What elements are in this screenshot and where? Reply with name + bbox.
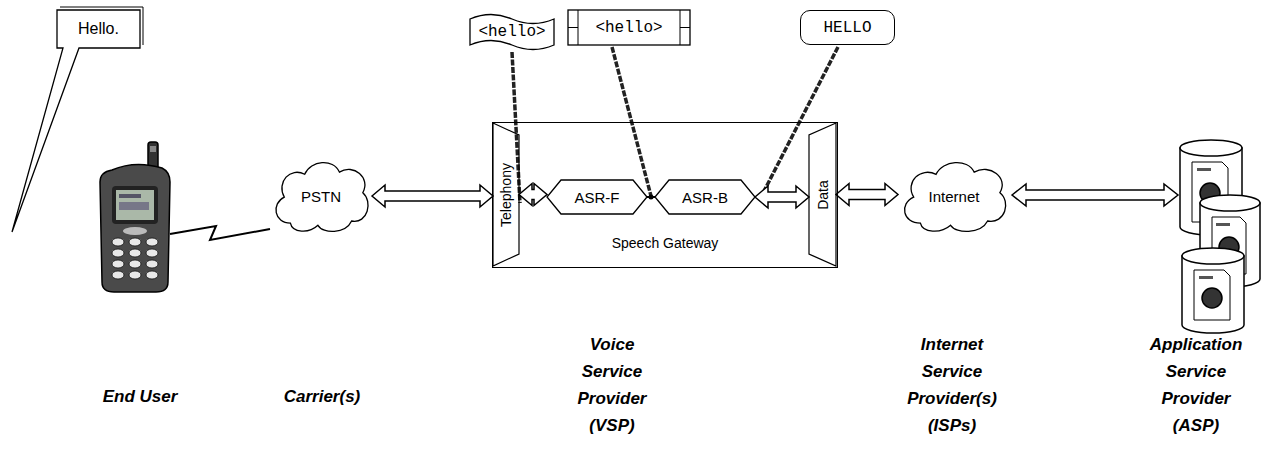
double-arrow <box>755 186 809 208</box>
node-text: Hello. <box>78 20 119 38</box>
double-arrow <box>836 184 898 206</box>
frame-box: <hello> <box>568 10 690 45</box>
double-arrow <box>1012 184 1178 206</box>
network-cloud: PSTN <box>270 158 372 234</box>
node-text: <hello> <box>478 23 545 41</box>
node-text: Speech Gateway <box>612 235 719 251</box>
role-label: Voice Service Provider (VSP) <box>568 331 656 439</box>
role-label: Application Service Provider (ASP) <box>1138 331 1254 439</box>
node-text: Internet <box>929 188 980 205</box>
mobile-phone <box>100 142 170 292</box>
role-label: End User <box>80 383 200 410</box>
process-hexagon: ASR-B <box>655 180 755 214</box>
double-arrow <box>372 185 493 207</box>
text-box: HELLO <box>800 10 895 45</box>
node-text: <hello> <box>595 19 662 37</box>
gateway-box: Speech Gateway Telephony ASR-F ASR-B Data <box>492 122 838 268</box>
process-hexagon: ASR-F <box>547 180 647 214</box>
speech-bubble: Hello. <box>57 10 140 48</box>
signal-flag: <hello> <box>470 14 554 50</box>
node-text: HELLO <box>823 19 871 37</box>
leader-line <box>760 47 838 199</box>
radio-link <box>170 226 270 240</box>
node-text: Telephony <box>498 163 514 227</box>
link-line <box>647 195 655 200</box>
node-text: ASR-F <box>575 189 620 206</box>
interface-band: Data <box>809 123 836 266</box>
database-stack <box>1180 140 1260 333</box>
node-text: Data <box>815 180 831 210</box>
interface-band: Telephony <box>493 123 519 266</box>
role-label: Internet Service Provider(s) (ISPs) <box>896 331 1008 439</box>
database <box>1182 248 1244 333</box>
node-text: PSTN <box>301 188 341 205</box>
role-label: Carrier(s) <box>262 383 382 410</box>
double-arrow <box>519 184 547 206</box>
node-text: ASR-B <box>682 189 728 206</box>
network-cloud: Internet <box>898 158 1010 234</box>
